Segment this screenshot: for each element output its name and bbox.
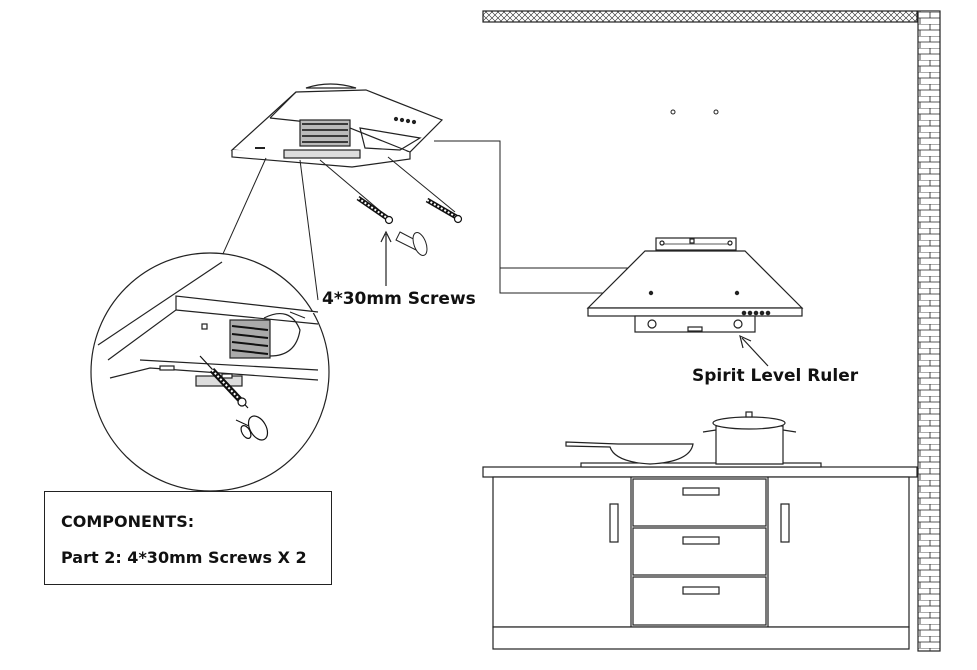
screws-arrow <box>380 230 392 286</box>
range-hood-isometric <box>230 83 444 168</box>
magnifier-leaders <box>221 157 319 301</box>
ceiling <box>482 10 918 23</box>
screw-guide-lines <box>319 156 456 216</box>
wall-holes <box>670 109 719 115</box>
components-title: COMPONENTS: <box>61 512 195 531</box>
wall-plug-icon <box>395 231 428 256</box>
spirit-level-label: Spirit Level Ruler <box>692 366 859 386</box>
components-part: Part 2: 4*30mm Screws X 2 <box>61 548 307 567</box>
kitchen-counter <box>482 466 918 650</box>
brick-wall <box>917 10 941 652</box>
magnified-screw-icon <box>199 355 269 441</box>
spirit-level-arrow <box>739 334 769 367</box>
screws-label: 4*30mm Screws <box>322 289 476 309</box>
cooktop <box>565 411 822 468</box>
screw-icon <box>356 195 463 225</box>
range-hood-front <box>586 237 804 333</box>
components-box: COMPONENTS: Part 2: 4*30mm Screws X 2 <box>44 491 332 585</box>
